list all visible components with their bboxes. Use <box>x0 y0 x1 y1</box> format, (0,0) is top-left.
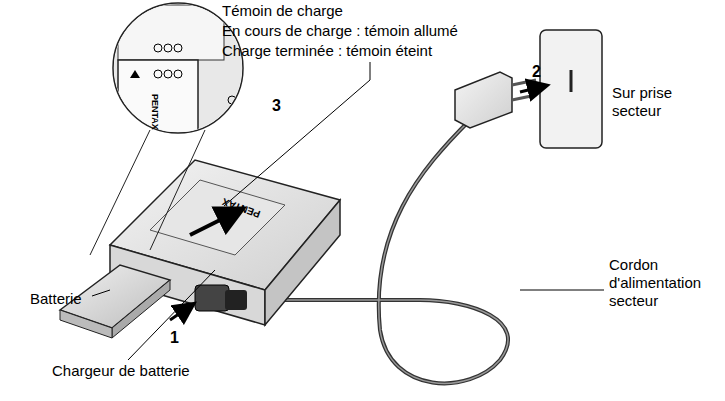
callout-number: 3 <box>272 96 281 115</box>
wall-plug <box>455 72 512 128</box>
brand-mark: PENTAX <box>149 94 160 130</box>
callout-number: 2 <box>532 62 541 81</box>
charger-side <box>265 200 340 325</box>
part-label: Batterie <box>30 290 82 308</box>
ac-inlet <box>195 285 229 311</box>
insert-arrow <box>190 210 240 235</box>
part-label: Sur prise secteur <box>612 84 712 120</box>
callout-title: Témoin de charge <box>222 2 343 20</box>
status-text: En cours de charge : témoin allumé <box>222 22 458 40</box>
part-label: Cordon d'alimentation secteur <box>609 256 721 310</box>
wall-outlet <box>540 30 602 148</box>
battery-slot <box>150 180 285 255</box>
charge-indicator <box>218 208 226 216</box>
callout-number: 1 <box>170 328 179 347</box>
part-label: Chargeur de batterie <box>52 362 190 380</box>
status-text: Charge terminée : témoin éteint <box>222 42 432 60</box>
